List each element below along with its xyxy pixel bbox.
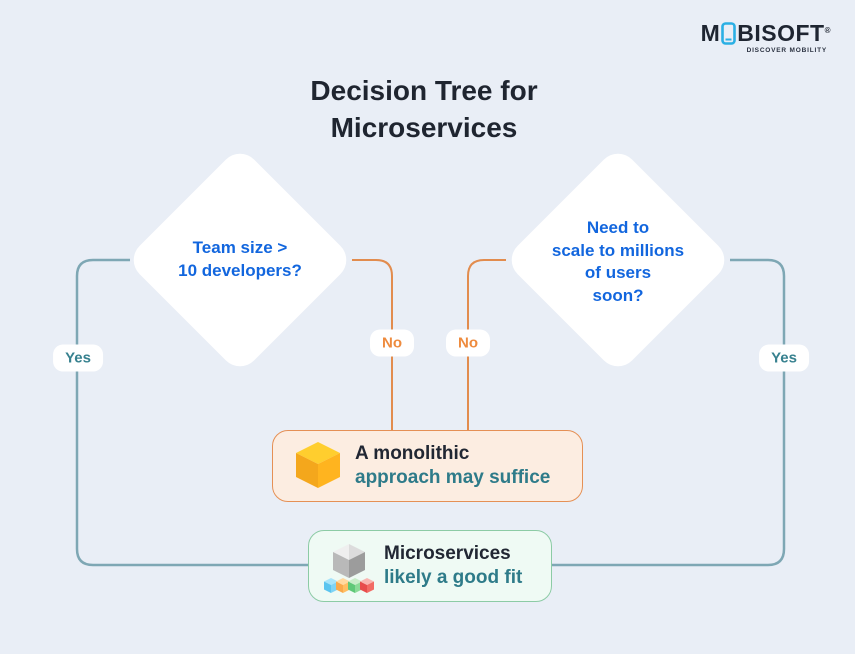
monolith-title: A monolithic <box>355 443 470 464</box>
scale-question: Need to scale to millions of users soon? <box>551 218 685 305</box>
page-title: Decision Tree for Microservices <box>310 75 538 143</box>
microservices-cubes-icon <box>324 543 374 593</box>
team-size-question: Team size > 10 developers? <box>178 238 302 280</box>
microservices-result-box: Microservices likely a good fit <box>308 530 552 602</box>
no-label-left: No <box>370 329 414 357</box>
yes-label-left: Yes <box>53 344 103 372</box>
mobisoft-logo-wordmark: M BISOFT ® <box>701 21 831 45</box>
yes-label-right: Yes <box>759 344 809 372</box>
logo-tagline: DISCOVER MOBILITY <box>746 47 827 54</box>
monolith-cube-icon <box>296 442 340 488</box>
monolith-box-text: A monolithic approach may suffice <box>355 442 550 490</box>
microservices-box-text: Microservices likely a good fit <box>384 542 522 590</box>
mobisoft-logo: M BISOFT ® DISCOVER MOBILITY <box>701 21 831 54</box>
logo-text-suffix: BISOFT <box>737 20 825 46</box>
microservices-subtitle: likely a good fit <box>384 567 523 588</box>
no-label-right: No <box>446 329 490 357</box>
monolith-result-box: A monolithic approach may suffice <box>272 430 583 502</box>
microservices-title: Microservices <box>384 543 511 564</box>
registered-trademark: ® <box>824 26 831 35</box>
monolith-subtitle: approach may suffice <box>355 467 551 488</box>
phone-icon <box>721 21 737 45</box>
logo-text-prefix: M <box>700 20 721 46</box>
